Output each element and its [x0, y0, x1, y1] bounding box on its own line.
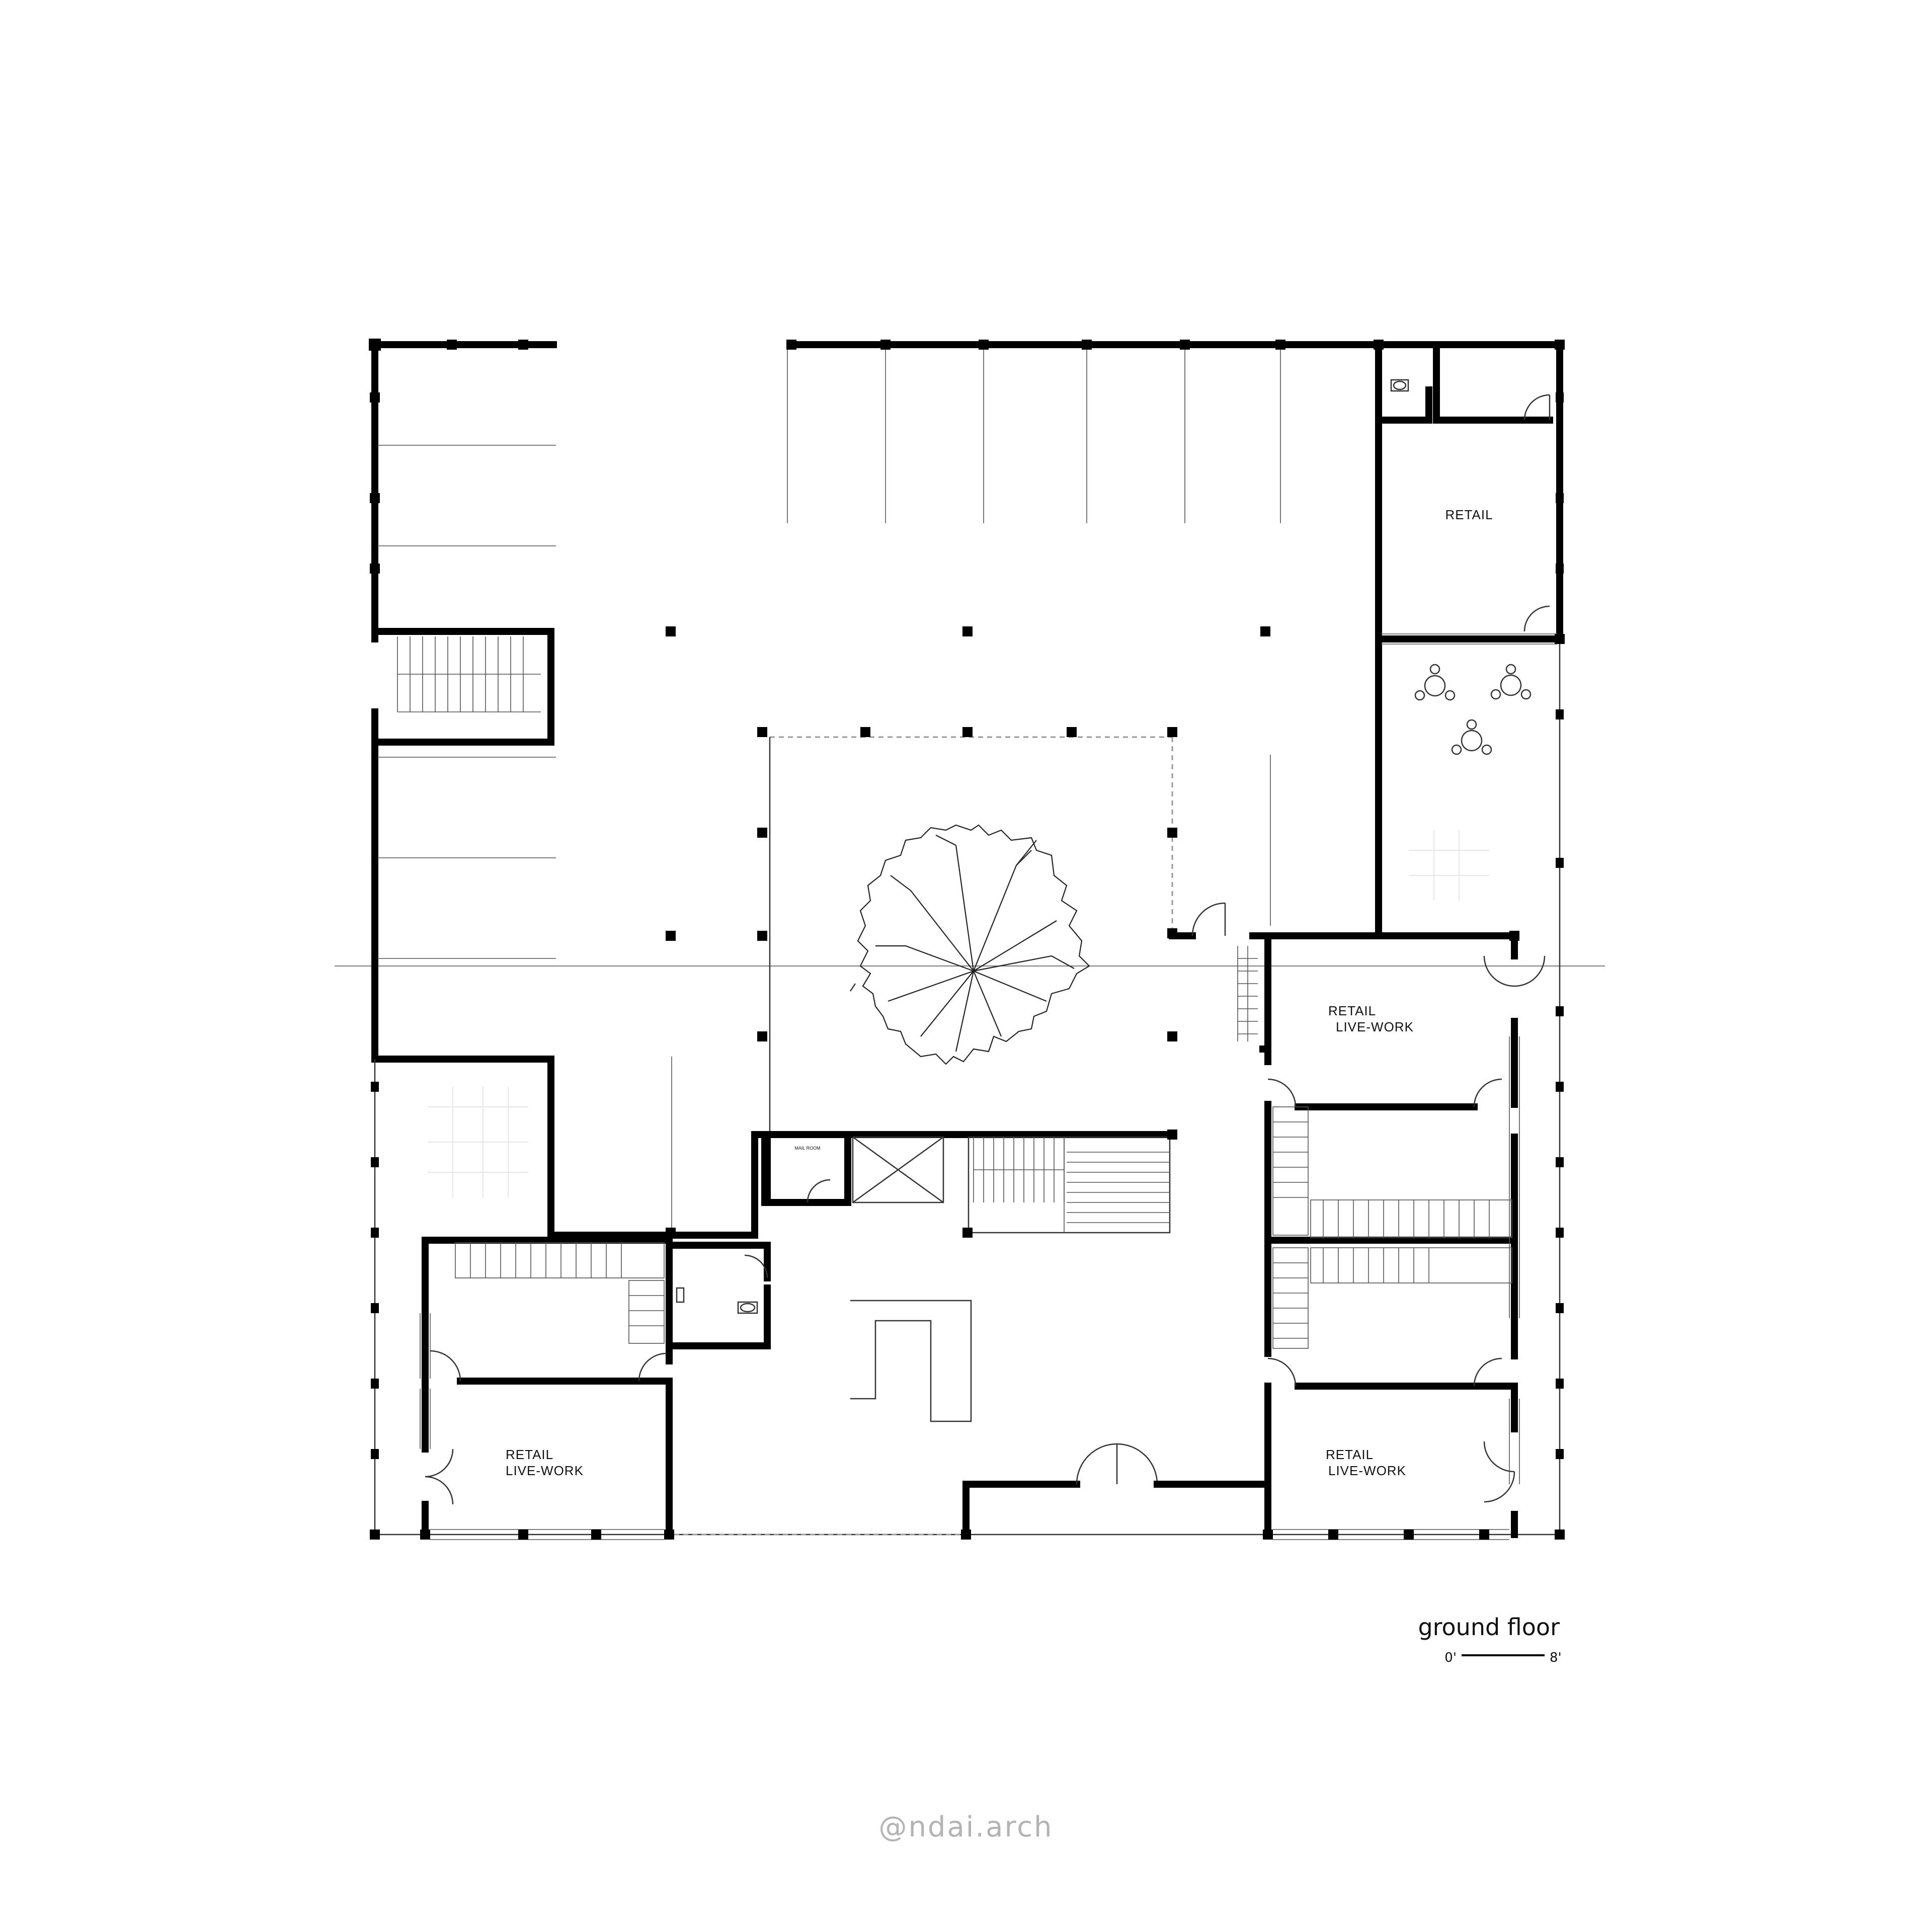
tree-icon — [850, 824, 1090, 1065]
reception-desk — [850, 1300, 972, 1422]
room-label-retail-top: RETAIL — [1445, 507, 1493, 522]
watermark: @ndai.arch — [878, 1811, 1053, 1843]
courtyard — [769, 736, 1226, 1132]
left-live-work-walls — [420, 1237, 673, 1540]
door-icon — [1267, 955, 1546, 1503]
main-entry — [674, 1443, 1271, 1538]
left-stairs-bottom — [455, 1242, 665, 1344]
right-live-work-walls — [1237, 932, 1520, 1540]
door-icon — [1523, 394, 1551, 632]
door-icon — [425, 1350, 667, 1505]
parking-stripes-left — [377, 445, 556, 959]
restroom-walls — [666, 1242, 771, 1349]
room-label-live-work-br: LIVE-WORK — [1328, 1463, 1406, 1478]
svg-text:8': 8' — [1550, 1650, 1562, 1665]
scale-bar: 0' 8' — [1444, 1650, 1561, 1665]
retail-top-right-walls — [1375, 341, 1563, 937]
toilet-icon — [1390, 379, 1409, 392]
room-label-live-work-bl: LIVE-WORK — [506, 1463, 584, 1478]
columns — [369, 339, 1565, 1540]
toilet-icon — [676, 1287, 758, 1314]
parking-stripes-top — [671, 347, 1281, 1230]
left-stair — [371, 628, 554, 746]
room-label-live-work-mid: LIVE-WORK — [1336, 1019, 1414, 1034]
central-stairs: MAIL ROOM — [761, 1131, 1176, 1234]
right-stairs — [1272, 1106, 1512, 1349]
room-label-retail-br: RETAIL — [1326, 1447, 1374, 1462]
faint-grid — [428, 830, 1489, 1197]
room-label-retail-mid: RETAIL — [1328, 1003, 1376, 1018]
svg-text:0': 0' — [1444, 1650, 1457, 1665]
cafe-tables — [1414, 664, 1532, 755]
room-label-retail-bl: RETAIL — [506, 1447, 553, 1462]
mail-room-label: MAIL ROOM — [794, 1146, 820, 1151]
drawing-title: ground floor — [1418, 1614, 1560, 1641]
